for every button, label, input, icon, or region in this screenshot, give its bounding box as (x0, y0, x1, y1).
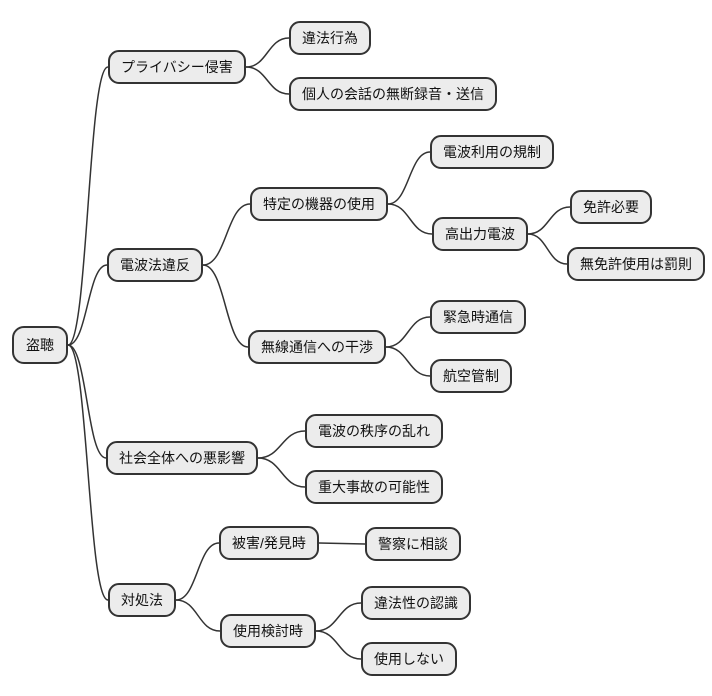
node-considering-use: 使用検討時 (220, 614, 316, 649)
edge-countermeasures-to-considering-use (175, 599, 221, 632)
edge-root-to-social-impact (67, 344, 107, 459)
node-privacy: プライバシー侵害 (108, 50, 246, 85)
node-emergency-comm: 緊急時通信 (430, 300, 526, 335)
edge-high-power-radio-to-license-required (527, 206, 571, 235)
node-consult-police: 警察に相談 (365, 527, 461, 562)
node-countermeasures: 対処法 (108, 583, 176, 618)
node-specific-equipment: 特定の機器の使用 (250, 187, 388, 222)
node-illegal-act: 違法行為 (289, 21, 371, 56)
node-social-impact: 社会全体への悪影響 (106, 441, 258, 476)
edge-high-power-radio-to-unlicensed-penalty (527, 233, 568, 265)
node-illegality-awareness: 違法性の認識 (361, 586, 471, 621)
edge-countermeasures-to-victim-discovery (175, 542, 220, 601)
edge-specific-equipment-to-radio-regulation (387, 151, 431, 205)
node-high-power-radio: 高出力電波 (432, 217, 528, 252)
edge-root-to-radio-law (67, 264, 108, 346)
edge-root-to-privacy (67, 66, 109, 346)
node-radio-law: 電波法違反 (107, 248, 203, 283)
node-do-not-use: 使用しない (361, 642, 457, 677)
edge-radio-interference-to-emergency-comm (385, 316, 431, 348)
node-victim-discovery: 被害/発見時 (219, 526, 319, 561)
edge-privacy-to-unauthorized-recording (245, 66, 290, 95)
node-air-traffic-control: 航空管制 (430, 359, 512, 394)
node-serious-accident-risk: 重大事故の可能性 (305, 470, 443, 505)
node-unauthorized-recording: 個人の会話の無断録音・送信 (289, 77, 497, 112)
edge-privacy-to-illegal-act (245, 37, 290, 68)
node-radio-regulation: 電波利用の規制 (430, 135, 554, 170)
edge-radio-interference-to-air-traffic-control (385, 346, 431, 377)
edge-social-impact-to-radio-order-disruption (257, 430, 306, 459)
node-radio-interference: 無線通信への干渉 (248, 330, 386, 365)
node-root: 盗聴 (12, 326, 68, 365)
edge-specific-equipment-to-high-power-radio (387, 203, 433, 235)
edge-social-impact-to-serious-accident-risk (257, 457, 306, 488)
node-radio-order-disruption: 電波の秩序の乱れ (305, 414, 443, 449)
edge-radio-law-to-specific-equipment (202, 203, 251, 266)
edge-considering-use-to-illegality-awareness (315, 602, 362, 632)
node-license-required: 免許必要 (570, 190, 652, 225)
edge-victim-discovery-to-consult-police (318, 542, 366, 545)
node-unlicensed-penalty: 無免許使用は罰則 (567, 247, 705, 282)
edge-radio-law-to-radio-interference (202, 264, 249, 348)
edge-root-to-countermeasures (67, 344, 109, 601)
edge-considering-use-to-do-not-use (315, 630, 362, 660)
